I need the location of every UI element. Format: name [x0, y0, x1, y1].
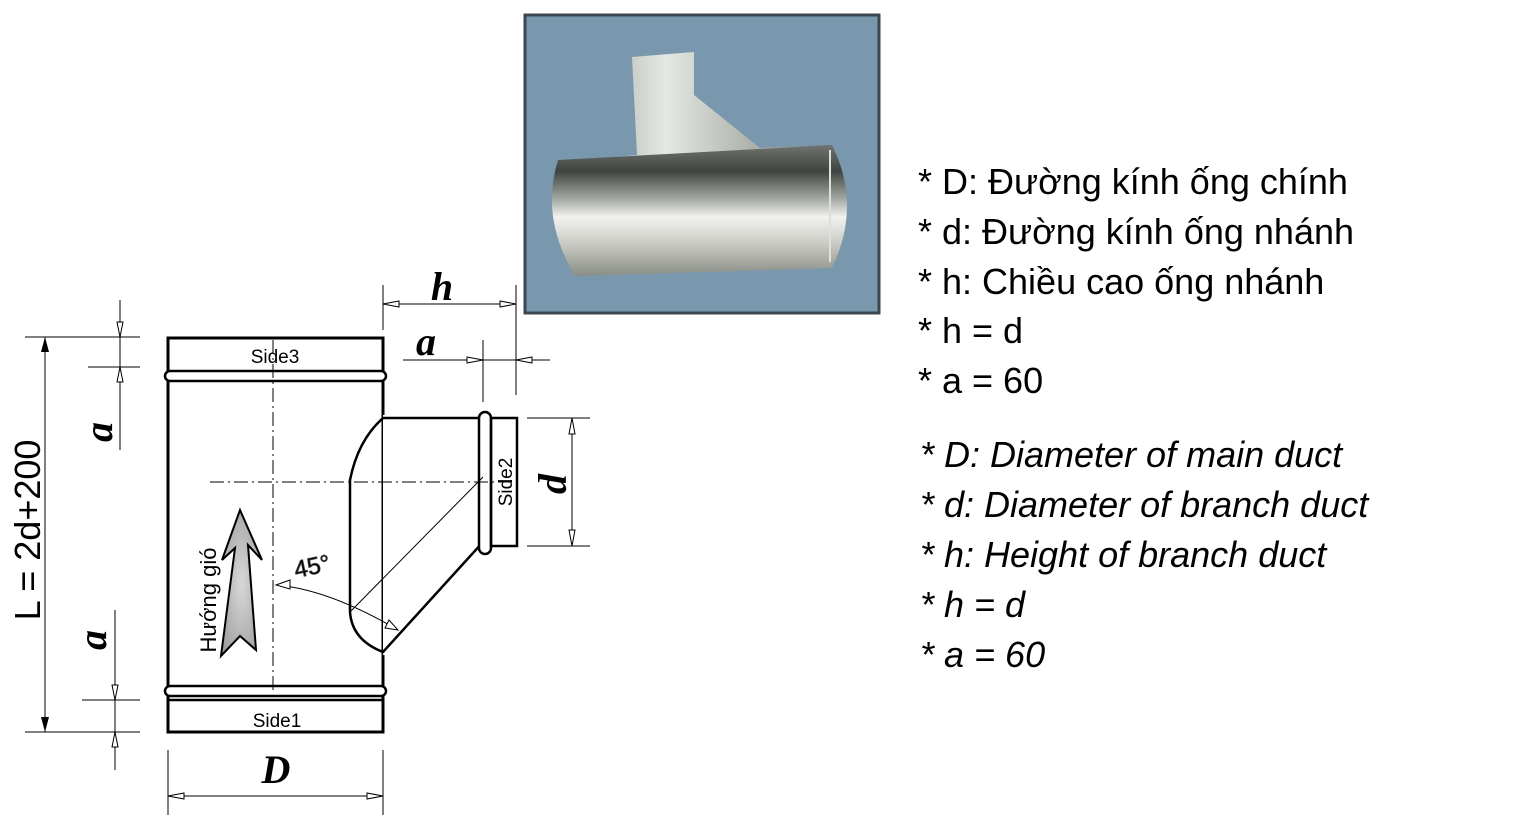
legend-item: * h = d [920, 584, 1026, 625]
svg-text:D: D [261, 747, 291, 792]
svg-text:L = 2d+200: L = 2d+200 [7, 440, 48, 621]
legend-item: * h: Height of branch duct [920, 534, 1328, 575]
svg-text:Hướng gió: Hướng gió [196, 548, 221, 653]
dimension-L: L = 2d+200 [7, 336, 140, 733]
svg-text:a: a [76, 422, 121, 442]
legend-item: * h: Chiều cao ống nhánh [918, 261, 1324, 302]
branch-duct: Side2 [348, 410, 519, 655]
legend-english: * D: Diameter of main duct * d: Diameter… [920, 434, 1370, 675]
legend-item: * h = d [918, 310, 1023, 351]
dimension-d: d [527, 417, 590, 547]
product-photo [523, 13, 881, 315]
svg-text:d: d [530, 473, 575, 494]
dimension-a-top: a [76, 300, 140, 450]
legend-vietnamese: * D: Đường kính ống chính * d: Đường kín… [918, 161, 1354, 401]
dimension-a-bottom: a [70, 610, 140, 770]
legend-item: * d: Đường kính ống nhánh [918, 211, 1354, 252]
dimension-D: D [167, 747, 384, 815]
svg-text:a: a [416, 319, 436, 364]
svg-text:a: a [70, 630, 115, 650]
legend-item: * a = 60 [920, 634, 1045, 675]
main-duct: Side3 Side1 [163, 336, 388, 734]
legend-item: * a = 60 [918, 360, 1043, 401]
dimension-h: h [382, 264, 517, 395]
legend-item: * D: Đường kính ống chính [918, 161, 1348, 202]
svg-text:h: h [431, 264, 453, 309]
legend-item: * D: Diameter of main duct [920, 434, 1344, 475]
airflow-arrow: Hướng gió [196, 507, 263, 659]
side3-label: Side3 [251, 347, 300, 368]
dimension-a-branch: a [403, 319, 550, 402]
side1-label: Side1 [253, 711, 302, 732]
svg-text:45°: 45° [292, 550, 333, 584]
angle-annotation: 45° [274, 550, 400, 631]
legend-item: * d: Diameter of branch duct [920, 484, 1370, 525]
